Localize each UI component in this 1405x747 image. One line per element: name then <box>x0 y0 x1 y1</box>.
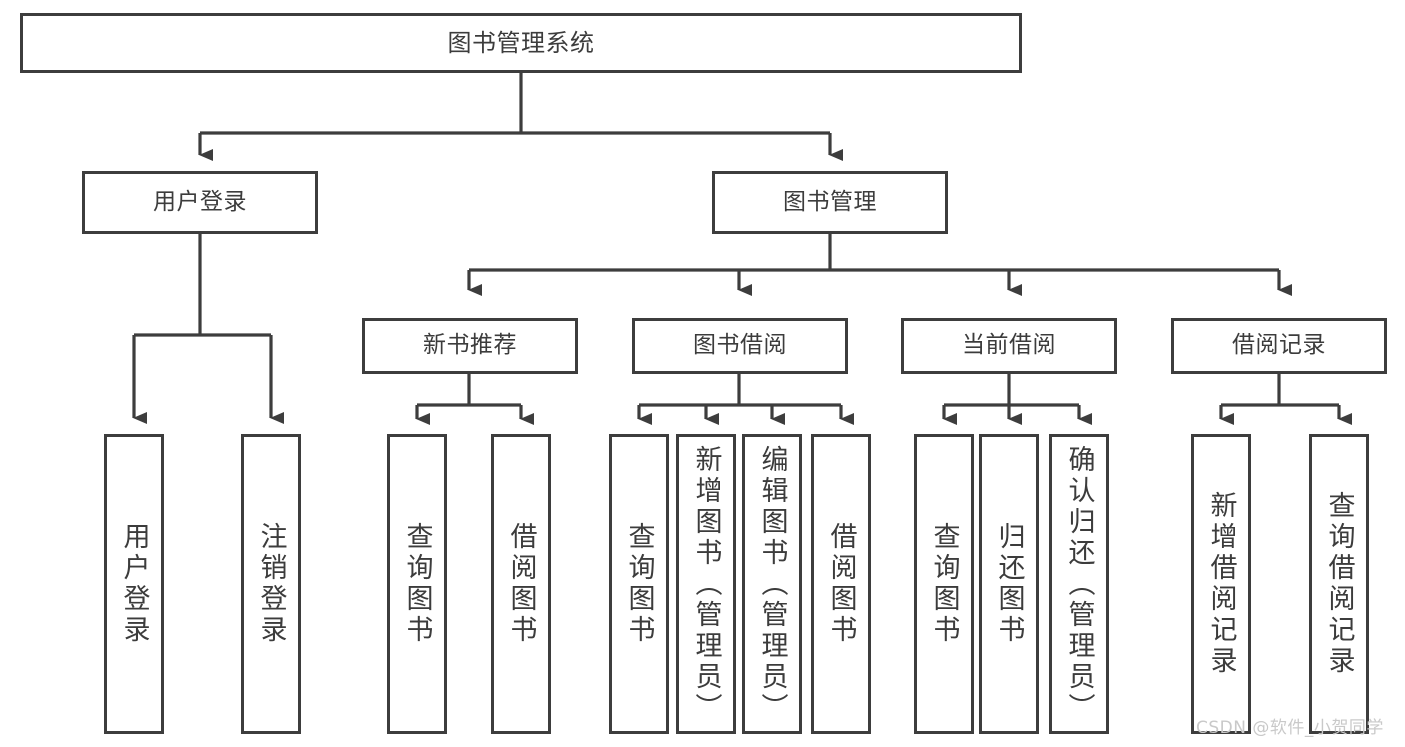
node-leaf-edit-book-label: 编辑图书（管理员） <box>756 444 788 724</box>
node-book-management-label: 图书管理 <box>783 188 877 215</box>
node-new-book-recommend[interactable]: 新书推荐 <box>362 318 578 374</box>
node-leaf-query-book-2-label: 查询图书 <box>623 522 655 646</box>
node-leaf-return-book-label: 归还图书 <box>993 522 1025 646</box>
node-leaf-confirm-return-label: 确认归还（管理员） <box>1063 444 1095 724</box>
node-leaf-query-book-3-label: 查询图书 <box>928 522 960 646</box>
node-leaf-add-book[interactable]: 新增图书（管理员） <box>676 434 736 734</box>
node-new-book-recommend-label: 新书推荐 <box>423 332 517 359</box>
node-leaf-query-record[interactable]: 查询借阅记录 <box>1309 434 1369 734</box>
node-leaf-query-book-1[interactable]: 查询图书 <box>387 434 447 734</box>
node-user-login[interactable]: 用户登录 <box>82 171 318 234</box>
node-leaf-borrow-book-2-label: 借阅图书 <box>825 522 857 646</box>
node-current-borrow-label: 当前借阅 <box>962 332 1056 359</box>
node-leaf-query-book-3[interactable]: 查询图书 <box>914 434 974 734</box>
node-leaf-query-record-label: 查询借阅记录 <box>1323 491 1355 677</box>
node-root[interactable]: 图书管理系统 <box>20 13 1022 73</box>
node-leaf-add-record[interactable]: 新增借阅记录 <box>1191 434 1251 734</box>
node-leaf-logout[interactable]: 注销登录 <box>241 434 301 734</box>
node-leaf-borrow-book-1[interactable]: 借阅图书 <box>491 434 551 734</box>
node-leaf-user-login[interactable]: 用户登录 <box>104 434 164 734</box>
node-borrow-record-label: 借阅记录 <box>1232 332 1326 359</box>
node-user-login-label: 用户登录 <box>153 188 247 215</box>
node-leaf-borrow-book-1-label: 借阅图书 <box>505 522 537 646</box>
node-book-borrow[interactable]: 图书借阅 <box>632 318 848 374</box>
node-book-management[interactable]: 图书管理 <box>712 171 948 234</box>
node-leaf-borrow-book-2[interactable]: 借阅图书 <box>811 434 871 734</box>
node-leaf-return-book[interactable]: 归还图书 <box>979 434 1039 734</box>
node-leaf-edit-book[interactable]: 编辑图书（管理员） <box>742 434 802 734</box>
node-leaf-query-book-1-label: 查询图书 <box>401 522 433 646</box>
node-leaf-add-book-label: 新增图书（管理员） <box>690 444 722 724</box>
node-leaf-add-record-label: 新增借阅记录 <box>1205 491 1237 677</box>
node-book-borrow-label: 图书借阅 <box>693 332 787 359</box>
node-current-borrow[interactable]: 当前借阅 <box>901 318 1117 374</box>
node-root-label: 图书管理系统 <box>447 28 595 57</box>
node-leaf-user-login-label: 用户登录 <box>118 522 150 646</box>
node-leaf-logout-label: 注销登录 <box>255 522 287 646</box>
node-leaf-query-book-2[interactable]: 查询图书 <box>609 434 669 734</box>
watermark: CSDN @软件_小贺同学 <box>1196 718 1384 738</box>
node-leaf-confirm-return[interactable]: 确认归还（管理员） <box>1049 434 1109 734</box>
node-borrow-record[interactable]: 借阅记录 <box>1171 318 1387 374</box>
